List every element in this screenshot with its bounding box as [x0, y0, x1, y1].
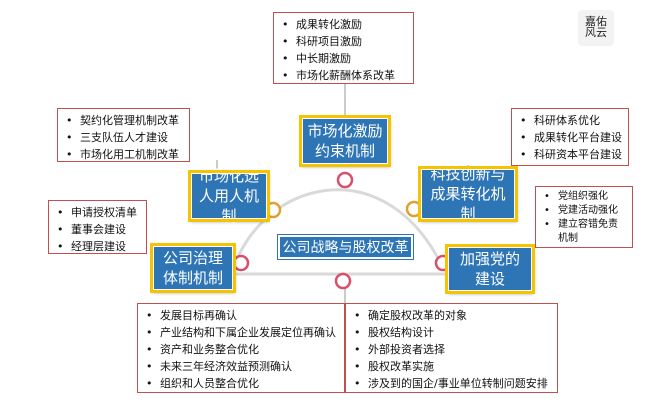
list-item: 资产和业务整合优化	[146, 341, 338, 358]
list-item: 成果转化平台建设	[520, 129, 622, 146]
list-item: 发展目标再确认	[146, 307, 338, 324]
node-party-label: 加强党的建设	[459, 250, 520, 288]
list-item: 经理层建设	[57, 238, 140, 255]
node-governance: 公司治理体制机制	[150, 243, 236, 293]
list-item: 中长期激励	[282, 50, 407, 67]
node-marker-incentive	[336, 171, 354, 189]
arch-curve	[230, 188, 442, 273]
list-item: 党建活动强化	[544, 204, 626, 218]
list-incentive: 成果转化激励 科研项目激励 中长期激励 市场化薪酬体系改革	[273, 12, 414, 84]
list-item: 市场化用工机制改革	[66, 146, 183, 163]
node-governance-label: 公司治理体制机制	[162, 249, 223, 287]
list-party: 党组织强化 党建活动强化 建立容错免责机制	[535, 186, 633, 248]
node-party: 加强党的建设	[445, 244, 535, 294]
node-marker-governance	[232, 254, 250, 272]
list-governance: 申请授权清单 董事会建设 经理层建设	[48, 200, 147, 255]
list-item: 三支队伍人才建设	[66, 129, 183, 146]
node-marker-bottom	[334, 272, 352, 290]
list-item: 申请授权清单	[57, 204, 140, 221]
list-item: 产业结构和下属企业发展定位再确认	[146, 324, 338, 341]
list-item: 建立容错免责机制	[544, 218, 626, 246]
logo-line1: 嘉佑	[585, 15, 607, 28]
list-item: 成果转化激励	[282, 16, 407, 33]
node-hiring-label: 市场化选人用人机制	[198, 167, 259, 225]
node-tech: 科技创新与成果转化机制	[418, 165, 518, 223]
center-node-label: 公司战略与股权改革	[282, 240, 409, 256]
list-item: 党组织强化	[544, 190, 626, 204]
list-item: 组织和人员整合优化	[146, 375, 338, 392]
list-item: 外部投资者选择	[354, 341, 551, 358]
node-marker-hiring	[264, 201, 282, 219]
node-incentive-label: 市场化激励约束机制	[307, 122, 383, 160]
list-strategy: 发展目标再确认 产业结构和下属企业发展定位再确认 资产和业务整合优化 未来三年经…	[137, 303, 345, 393]
list-item: 契约化管理机制改革	[66, 112, 183, 129]
list-item: 确定股权改革的对象	[354, 307, 551, 324]
node-hiring: 市场化选人用人机制	[188, 167, 270, 225]
center-node: 公司战略与股权改革	[278, 235, 413, 259]
list-item: 董事会建设	[57, 221, 140, 238]
list-item: 股权结构设计	[354, 324, 551, 341]
logo-line2: 风云	[585, 26, 607, 39]
list-hiring: 契约化管理机制改革 三支队伍人才建设 市场化用工机制改革	[57, 108, 190, 163]
list-item: 市场化薪酬体系改革	[282, 67, 407, 84]
list-item: 未来三年经济效益预测确认	[146, 358, 338, 375]
list-item: 科研项目激励	[282, 33, 407, 50]
node-tech-label: 科技创新与成果转化机制	[430, 165, 506, 223]
logo: 嘉佑 风云	[578, 10, 614, 46]
list-tech: 科研体系优化 成果转化平台建设 科研资本平台建设	[511, 108, 629, 166]
list-item: 股权改革实施	[354, 358, 551, 375]
node-marker-tech	[405, 200, 423, 218]
list-item: 科研资本平台建设	[520, 146, 622, 163]
list-item: 涉及到的国企/事业单位转制问题安排	[354, 375, 551, 392]
node-incentive: 市场化激励约束机制	[299, 115, 391, 167]
list-equity: 确定股权改革的对象 股权结构设计 外部投资者选择 股权改革实施 涉及到的国企/事…	[345, 303, 558, 393]
list-item: 科研体系优化	[520, 112, 622, 129]
